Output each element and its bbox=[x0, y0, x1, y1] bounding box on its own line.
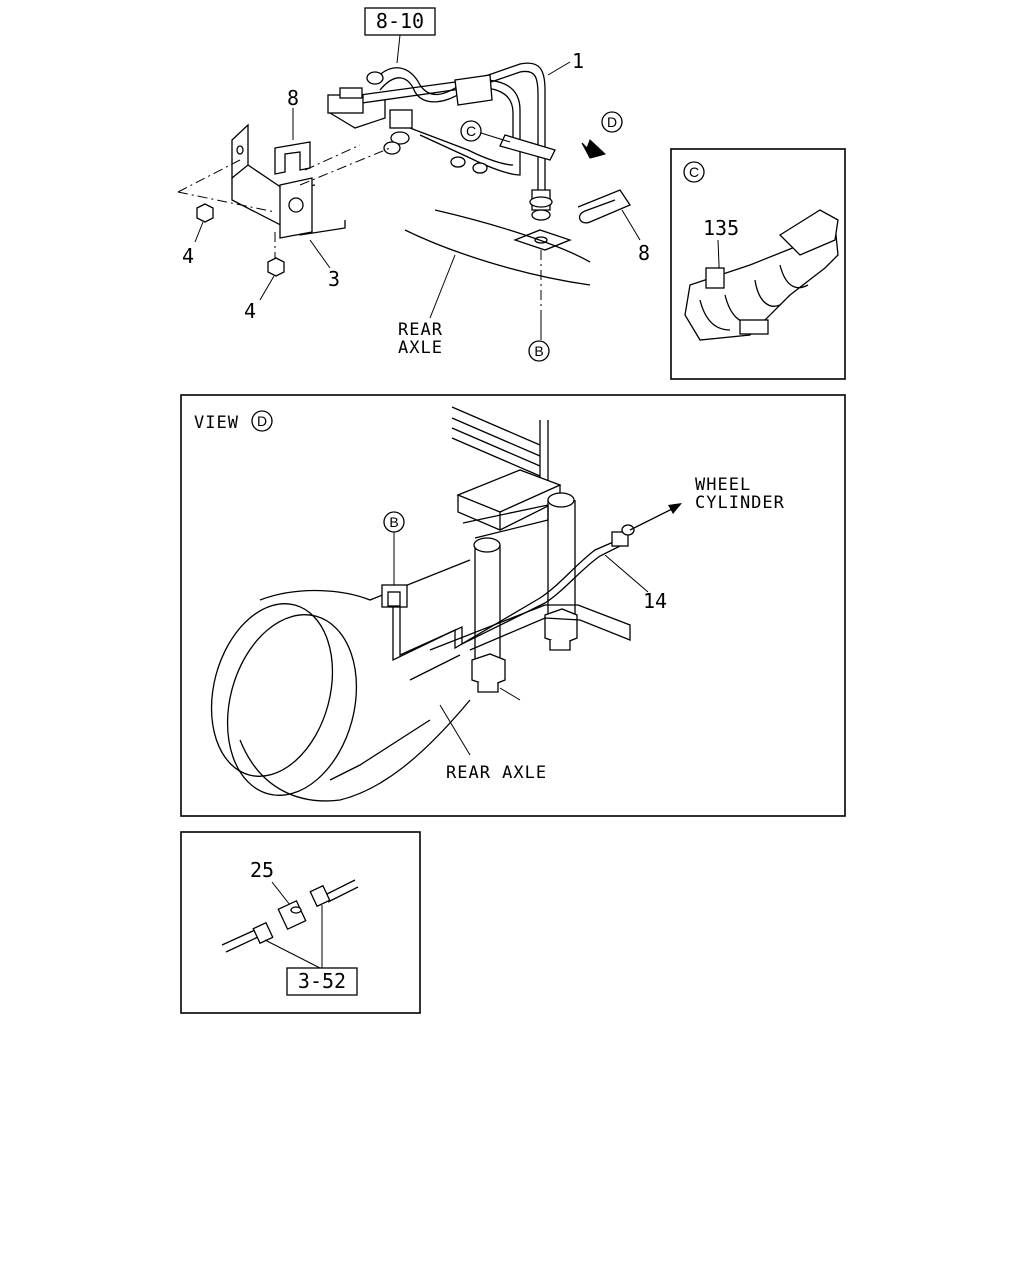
u-bolts bbox=[462, 492, 576, 661]
u-bolt-nuts bbox=[471, 608, 578, 693]
ref-label-8-10: 8-10 bbox=[376, 9, 424, 33]
circle-c-marker bbox=[460, 120, 482, 142]
circle-d-marker bbox=[601, 111, 623, 133]
view-d-arrow-icon bbox=[581, 139, 606, 159]
rear-axle-label-view: REAR AXLE bbox=[446, 763, 547, 783]
callout-135: 135 bbox=[703, 216, 739, 240]
rear-axle-label-top-2: AXLE bbox=[398, 338, 443, 358]
leader-1 bbox=[547, 61, 571, 76]
view-label: VIEW bbox=[194, 413, 239, 433]
ref-box-8-10 bbox=[364, 7, 436, 36]
callout-3: 3 bbox=[328, 267, 340, 291]
leaf-spring bbox=[451, 406, 562, 531]
leader-4-upper bbox=[194, 221, 204, 243]
inset-c-letter-marker bbox=[683, 161, 705, 183]
callout-25: 25 bbox=[250, 858, 274, 882]
ref-box-3-52 bbox=[286, 967, 358, 996]
top-assembly: 8-10 REAR AXLE bbox=[177, 7, 650, 362]
svg-text:B: B bbox=[534, 343, 543, 359]
view-d-frame bbox=[180, 394, 846, 817]
brake-pipe-14 bbox=[381, 524, 635, 662]
leader-3 bbox=[309, 239, 331, 269]
callout-14: 14 bbox=[643, 589, 667, 613]
pipe-union-25 bbox=[277, 899, 307, 931]
leader-8-right bbox=[621, 209, 641, 241]
inset-c-frame bbox=[670, 148, 846, 380]
nut-upper bbox=[196, 203, 214, 223]
svg-text:D: D bbox=[607, 114, 617, 130]
callout-8-right: 8 bbox=[638, 241, 650, 265]
pipe-clip-upper bbox=[454, 74, 493, 106]
rear-axle-outline-top bbox=[434, 209, 591, 263]
view-d-letter-marker bbox=[251, 410, 273, 432]
inset-c: C 135 bbox=[670, 148, 846, 380]
callout-1: 1 bbox=[572, 49, 584, 73]
wheel-cylinder-label-1: WHEEL bbox=[695, 475, 751, 495]
wheel-cylinder-label-2: CYLINDER bbox=[695, 493, 785, 513]
pipe-clip bbox=[499, 134, 556, 161]
lock-plate-clip bbox=[577, 189, 631, 224]
flare-nut-left bbox=[252, 921, 274, 945]
view-d-panel: VIEW D bbox=[180, 394, 846, 817]
leader-25 bbox=[271, 881, 291, 906]
ref-label-3-52: 3-52 bbox=[298, 969, 346, 993]
svg-text:B: B bbox=[389, 514, 398, 530]
leader-rear-axle-top bbox=[429, 254, 456, 319]
rear-axle-label-top-1: REAR bbox=[398, 320, 443, 340]
hose-end-fitting bbox=[389, 109, 413, 129]
wheel-cylinder-fitting bbox=[611, 531, 629, 547]
union-detail-panel: 25 3-52 bbox=[180, 831, 421, 1014]
callout-4-lower: 4 bbox=[244, 299, 256, 323]
wheel-cylinder-arrow-icon bbox=[668, 503, 682, 514]
svg-text:D: D bbox=[257, 413, 267, 429]
brake-pipe-upper bbox=[371, 62, 546, 190]
spring-seat-plate bbox=[429, 604, 631, 651]
svg-text:C: C bbox=[466, 123, 476, 139]
bracket-base bbox=[231, 178, 346, 236]
circle-b-marker bbox=[528, 340, 550, 362]
axle-housing bbox=[210, 559, 471, 802]
svg-text:C: C bbox=[689, 164, 699, 180]
leader-14 bbox=[604, 554, 649, 593]
callout-4-upper: 4 bbox=[182, 244, 194, 268]
nut-lower bbox=[267, 257, 285, 277]
leader-4-lower bbox=[259, 275, 275, 301]
flare-nut-right bbox=[309, 884, 331, 908]
leader-rear-axle-view bbox=[439, 704, 471, 756]
leader-8-10 bbox=[396, 34, 401, 64]
hose-lock-clip bbox=[274, 141, 311, 175]
callout-8-left: 8 bbox=[287, 86, 299, 110]
union-detail-frame bbox=[180, 831, 421, 1014]
